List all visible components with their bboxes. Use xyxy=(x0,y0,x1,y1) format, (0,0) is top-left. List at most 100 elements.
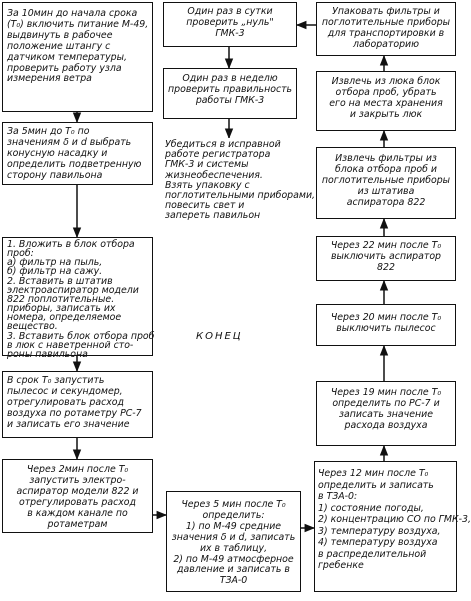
text-line: аспиратор модели 822 и xyxy=(16,485,139,497)
text-line: определить подветренную xyxy=(7,158,142,170)
text-line: и записать его значение xyxy=(7,418,130,430)
text-line: вещество. xyxy=(7,321,58,333)
text-line: Извлечь фильтры из xyxy=(335,153,437,164)
text-line: проверить работу узла xyxy=(7,62,122,74)
text-line: 2. Вставить в штатив xyxy=(7,275,113,287)
text-line: ГМК-3 и системы xyxy=(165,159,249,171)
text-line: проверить „нуль" xyxy=(186,16,274,28)
text-line: роны павильона xyxy=(7,348,88,360)
text-line: пылесос и секундомер, xyxy=(7,385,123,397)
text-line: (Т₀) включить питание М-49, xyxy=(7,18,149,30)
text-line: конусную насадку и xyxy=(7,147,108,159)
text-line: запустить электро- xyxy=(29,474,126,486)
flowchart-connectors xyxy=(72,20,389,533)
text-line: За 5мин до Т₀ по xyxy=(7,126,90,137)
step-power-on-text: За 10мин до начала срока(Т₀) включить пи… xyxy=(7,8,149,85)
text-line: ТЗА-0 xyxy=(219,575,248,587)
text-line: определить и записать xyxy=(318,479,434,491)
text-line: В срок Т₀ запустить xyxy=(7,375,105,386)
text-line: приборы, записать их xyxy=(7,303,116,315)
text-line: 822 поплотительные. xyxy=(7,293,115,305)
text-line: отрегулировать расход xyxy=(18,496,136,508)
text-line: в ТЗА-0: xyxy=(318,491,358,502)
text-line: отрегулировать расход xyxy=(7,396,125,408)
end-label: КОНЕЦ xyxy=(196,331,243,342)
text-line: выключить пылесос xyxy=(336,322,436,334)
text-line: 1. Вложить в блок отбора xyxy=(7,239,135,250)
text-line: выключить аспиратор xyxy=(330,250,442,262)
text-line: аспиратора 822 xyxy=(346,196,426,208)
text-line: Один раз в сутки xyxy=(187,6,273,17)
text-line: определить по РС-7 и xyxy=(332,397,440,409)
text-line: 1) состояние погоды, xyxy=(318,502,424,514)
text-line: а) фильтр на пыль, xyxy=(7,257,103,269)
text-line: записать значение xyxy=(339,408,433,420)
text-line: ГМК-3 xyxy=(215,27,245,39)
text-line: Через 12 мин после Т₀ xyxy=(318,468,429,479)
text-line: проб: xyxy=(7,248,34,260)
text-line: Один раз в неделю xyxy=(182,73,278,84)
text-line: значения δ и d, записать xyxy=(171,531,296,543)
text-line: 822 xyxy=(377,261,395,273)
text-line: 4) температуру воздуха xyxy=(318,537,438,548)
text-line: Через 5 мин после Т₀ xyxy=(181,499,286,510)
text-line: воздуха по ротаметру РС-7 xyxy=(7,407,142,419)
text-line: и закрыть люк xyxy=(349,108,423,120)
text-line: в каждом канале по xyxy=(27,507,128,519)
text-line: Через 19 мин после Т₀ xyxy=(330,387,442,398)
text-line: проверить правильность xyxy=(168,83,293,95)
text-line: гребенке xyxy=(318,560,364,571)
text-line: Убедиться в исправной xyxy=(165,139,281,150)
text-line: работе регистратора xyxy=(165,149,271,161)
text-line: работы ГМК-3 xyxy=(195,94,265,106)
text-line: измерения ветра xyxy=(7,73,92,85)
text-line: повесить свет и xyxy=(165,200,245,212)
text-line: блока отбора проб и xyxy=(335,163,437,175)
text-line: б) фильтр на сажу. xyxy=(7,266,103,278)
text-line: 2) по М-49 атмосферное xyxy=(173,553,294,565)
text-line: 2) концентрацию СО по ГМК-3, xyxy=(318,514,471,525)
text-line: отбора проб, убрать xyxy=(335,86,437,98)
text-line: номера, определяемое xyxy=(7,312,122,324)
text-line: давление и записать в xyxy=(177,564,290,576)
text-line: датчиком температуры, xyxy=(7,51,128,63)
text-line: Через 2мин после Т₀ xyxy=(26,464,129,475)
text-line: Упаковать фильтры и xyxy=(332,6,440,17)
text-line: сторону павильона xyxy=(7,169,103,181)
step-power-on: За 10мин до начала срока(Т₀) включить пи… xyxy=(2,2,153,112)
text-line: для транспортировки в xyxy=(327,27,445,39)
text-line: в распределительной xyxy=(318,548,427,560)
text-line: положение штангу с xyxy=(7,40,111,52)
text-line: 3) температуру воздуха, xyxy=(318,525,441,537)
text-line: выдвинуть в рабочее xyxy=(7,29,113,41)
text-line: их в таблицу, xyxy=(199,542,268,554)
text-line: Взять упаковку с xyxy=(165,179,250,191)
text-line: поглотительными приборами, xyxy=(165,190,316,202)
text-line: жизнеобеспечения. xyxy=(165,169,263,181)
text-line: Извлечь из люка блок xyxy=(331,76,441,87)
text-line: из штатива xyxy=(357,185,415,197)
